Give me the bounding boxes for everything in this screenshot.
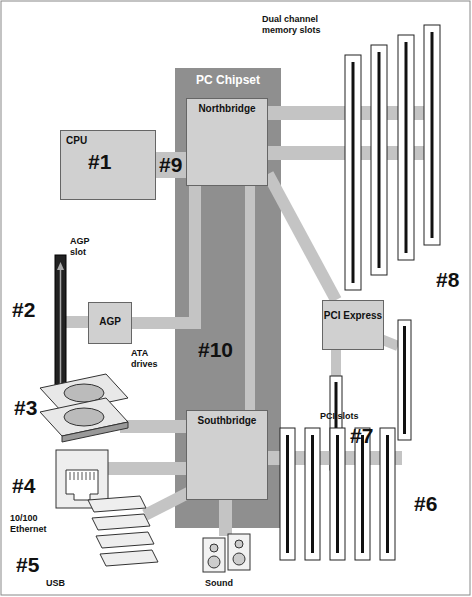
node-label: PC Chipset — [175, 68, 281, 88]
rj45-pins — [70, 472, 94, 480]
usb-port — [88, 496, 146, 512]
bus-connector — [268, 174, 336, 300]
northbridge-box: Northbridge — [186, 98, 268, 186]
agp-slot-arrow — [60, 268, 62, 385]
callout-number: #3 — [14, 396, 54, 419]
callout-number: #1 — [88, 150, 128, 173]
label: 10/100 Ethernet — [10, 513, 54, 535]
node-label: PCI Express — [323, 301, 383, 322]
memory-slot — [398, 35, 414, 260]
speaker-cone — [208, 556, 220, 568]
bus-connector — [245, 186, 255, 410]
callout-number: #5 — [16, 553, 56, 576]
usb-port — [100, 550, 158, 566]
pcie-slot-groove — [403, 326, 406, 434]
node-label: Northbridge — [187, 99, 267, 115]
bus-connector — [156, 152, 186, 178]
speaker — [228, 534, 250, 570]
pci-slot-groove — [336, 435, 339, 553]
label: Sound — [205, 578, 255, 589]
usb-port — [92, 514, 150, 530]
pci-slot-groove — [386, 435, 389, 553]
agp-box: AGP — [88, 302, 132, 344]
pcie-box: PCI Express — [322, 300, 384, 350]
speaker — [203, 538, 225, 572]
callout-number: #2 — [12, 298, 52, 321]
usb-bus — [145, 492, 190, 515]
label: PCI slots — [320, 411, 390, 422]
ata-bus — [120, 420, 186, 433]
pci-slot — [355, 428, 370, 560]
speaker-cone — [210, 544, 218, 552]
agp-bus — [66, 316, 88, 328]
pci-slot-groove — [311, 435, 314, 553]
pcie-slot — [398, 320, 411, 440]
hard-drive — [62, 422, 128, 442]
pci-slot — [380, 428, 395, 560]
speaker-cone — [235, 540, 243, 548]
memory-slot-groove — [378, 52, 381, 268]
memory-slot-groove — [405, 42, 408, 253]
usb-port — [96, 532, 154, 548]
node-label: CPU — [61, 131, 155, 147]
sound-bus — [219, 500, 232, 536]
southbridge-box: Southbridge — [186, 410, 268, 500]
rj45-socket — [66, 470, 98, 500]
memory-slot-groove — [352, 62, 355, 283]
label: ATA drives — [131, 348, 173, 370]
ethernet-bus — [108, 462, 186, 475]
node-label: Southbridge — [187, 411, 267, 427]
agp-slot-arrow — [57, 262, 64, 270]
pcie-bus — [331, 350, 341, 376]
node-label: AGP — [89, 303, 131, 328]
callout-number: #6 — [414, 492, 454, 515]
bus-connector — [132, 186, 195, 323]
memory-slot — [345, 55, 361, 290]
agp-slot — [55, 255, 66, 395]
memory-slot — [424, 25, 440, 245]
speaker-cone — [233, 553, 245, 565]
pcie-bus — [378, 338, 398, 346]
callout-number: #8 — [436, 268, 470, 291]
memory-slot — [371, 45, 387, 275]
callout-number: #4 — [12, 474, 52, 497]
label: USB — [46, 578, 86, 589]
pci-slot-groove — [361, 435, 364, 553]
pci-slot — [330, 428, 345, 560]
callout-number: #9 — [158, 153, 183, 176]
label: Dual channel memory slots — [262, 14, 344, 36]
pci-slot — [305, 428, 320, 560]
pci-slot — [280, 428, 295, 560]
callout-number: #10 — [198, 338, 244, 361]
pci-slot-groove — [286, 435, 289, 553]
label: AGP slot — [70, 236, 104, 258]
memory-slot-groove — [431, 32, 434, 238]
drive-platter — [64, 408, 104, 426]
callout-number: #7 — [350, 424, 390, 447]
